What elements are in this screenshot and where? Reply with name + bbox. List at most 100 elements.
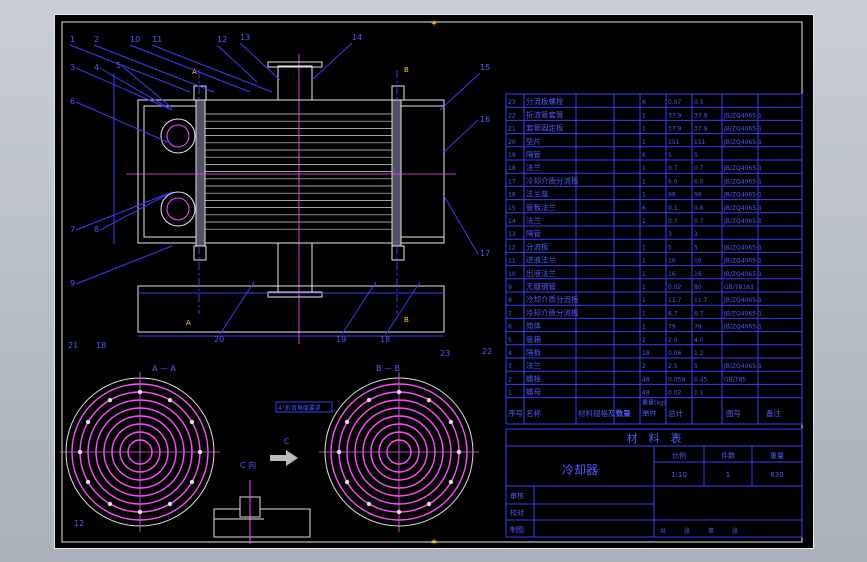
part-balloon: 2 <box>94 35 99 44</box>
outer-frame <box>54 14 814 549</box>
bom-cell: 48 <box>642 390 650 397</box>
bom-cell: 出液法兰 <box>526 268 556 278</box>
part-balloon: 20 <box>214 335 224 344</box>
part-balloon: 16 <box>480 115 490 124</box>
disc-bolt-hole <box>137 389 143 395</box>
bom-cell: 套管固定板 <box>526 123 564 133</box>
upper-nozzle-bore <box>166 124 190 148</box>
bom-cell: JB/ZQ4065-1 <box>723 363 762 370</box>
support-base <box>137 285 445 333</box>
bom-cell: 37.9 <box>668 126 682 133</box>
bom-cell: 2 <box>642 363 646 370</box>
bom-cell: JB/ZQ4065-1 <box>723 178 762 185</box>
part-balloon: 1 <box>70 35 75 44</box>
leader-line <box>75 191 173 231</box>
right-channel-box <box>399 105 445 238</box>
bom-cell: JB/ZQ4065-1 <box>723 205 762 212</box>
disc-bolt-hole <box>167 397 173 403</box>
bom-header-cell: 名称 <box>526 408 541 418</box>
bom-cell: 1.2 <box>694 350 704 357</box>
bom-cell: 16 <box>694 258 702 265</box>
bom-cell: 管板法兰 <box>526 202 556 212</box>
bom-cell: 17 <box>508 178 516 185</box>
bom-cell: 1 <box>642 165 646 172</box>
view-aa-title: A — A <box>152 364 177 373</box>
bom-cell: 19 <box>508 152 516 159</box>
bom-cell: 48 <box>642 376 650 383</box>
disc-bolt-hole <box>197 449 203 455</box>
bom-cell: 1 <box>642 244 646 251</box>
bom-cell: 5 <box>694 244 698 251</box>
top-nozzle <box>277 65 313 101</box>
bom-cell: 冷却介质分流板 <box>526 307 579 317</box>
balloon-aa-12: 12 <box>74 519 84 528</box>
upper-nozzle-flange <box>160 118 196 154</box>
leader-line <box>69 44 191 93</box>
bom-cell: 简体 <box>526 321 541 331</box>
bom-cell: 分流板 <box>526 241 549 251</box>
bom-cell: JB/ZQ4065-1 <box>723 271 762 278</box>
leader-line <box>99 67 173 111</box>
drawing-sheet[interactable]: ✶ ✶ <box>54 14 814 549</box>
bom-cell: JB/ZQ4065-1 <box>723 310 762 317</box>
bom-cell: 5 <box>668 152 672 159</box>
bom-cell: 分流板螺栓 <box>526 96 564 106</box>
bom-cell: 1 <box>642 297 646 304</box>
bom-cell: 96 <box>694 192 702 199</box>
bom-header-cell: 数量 <box>616 408 631 418</box>
bom-cell: JB/ZQ4065-1 <box>723 258 762 265</box>
leader-line <box>93 44 215 93</box>
bom-cell: 16 <box>508 192 516 199</box>
leader-line <box>129 44 251 93</box>
bom-cell: 79 <box>694 324 702 331</box>
bom-cell: 0.1 <box>668 205 678 212</box>
disc-bolt-hole <box>189 479 195 485</box>
disc-aa <box>60 372 220 532</box>
col-weight: 重量 <box>770 452 784 460</box>
disc-bolt-hole <box>137 509 143 515</box>
bom-cell: 16 <box>668 258 676 265</box>
bom-cell: JB/ZQ4065-1 <box>723 139 762 146</box>
bom-cell: 6 <box>508 324 512 331</box>
bom-cell: 进液法兰 <box>526 255 556 265</box>
bom-cell: 14 <box>508 218 516 225</box>
bb-note: 4°折弯角度要求 <box>278 404 321 412</box>
drawing-canvas: ✶ ✶ <box>54 14 814 549</box>
balloon-aa-18: 18 <box>96 341 106 350</box>
material-table-title: 材 料 表 <box>627 431 682 445</box>
bom-cell: 法兰 <box>526 215 541 225</box>
bom-cell: JB/ZQ4065-1 <box>723 192 762 199</box>
bom-cell: JB/ZQ4065-1 <box>723 324 762 331</box>
bom-cell: 冷却介质分流板 <box>526 175 579 185</box>
leader-line <box>219 281 255 335</box>
leader-line <box>443 195 479 255</box>
disc-bolt-hole <box>344 419 350 425</box>
bom-cell: 隔板 <box>526 347 541 357</box>
leader-line <box>443 119 479 153</box>
bom-header-cell: 总计 <box>668 408 683 418</box>
bom-cell: 11 <box>508 258 516 265</box>
tube-bundle <box>205 113 392 230</box>
leader-line <box>75 101 173 145</box>
bom-header-cell: 序号 <box>508 408 523 418</box>
bom-cell: 0.02 <box>668 284 682 291</box>
section-view-bb: B — B 23 22 4°折弯角度要求 <box>275 347 492 532</box>
bom-cell: 1 <box>642 139 646 146</box>
sheet-no-unit: 张 <box>732 527 738 535</box>
c-detail-base <box>213 508 311 538</box>
sheet-total: 共 <box>660 527 666 535</box>
bom-cell: 1 <box>642 178 646 185</box>
role-draw: 审核 <box>510 491 524 500</box>
drawing-name: 冷却器 <box>562 463 598 477</box>
part-balloon: 19 <box>336 335 346 344</box>
bom-cell: 5 <box>668 244 672 251</box>
bom-cell: 37.9 <box>694 126 708 133</box>
role-design: 制图 <box>510 525 524 534</box>
bom-cell: 0.45 <box>694 376 708 383</box>
disc-bolt-hole <box>426 501 432 507</box>
bom-cell: 1 <box>642 324 646 331</box>
disc-bolt-hole <box>85 479 91 485</box>
bom-cell: 0.7 <box>694 165 704 172</box>
disc-bolt-hole <box>85 419 91 425</box>
